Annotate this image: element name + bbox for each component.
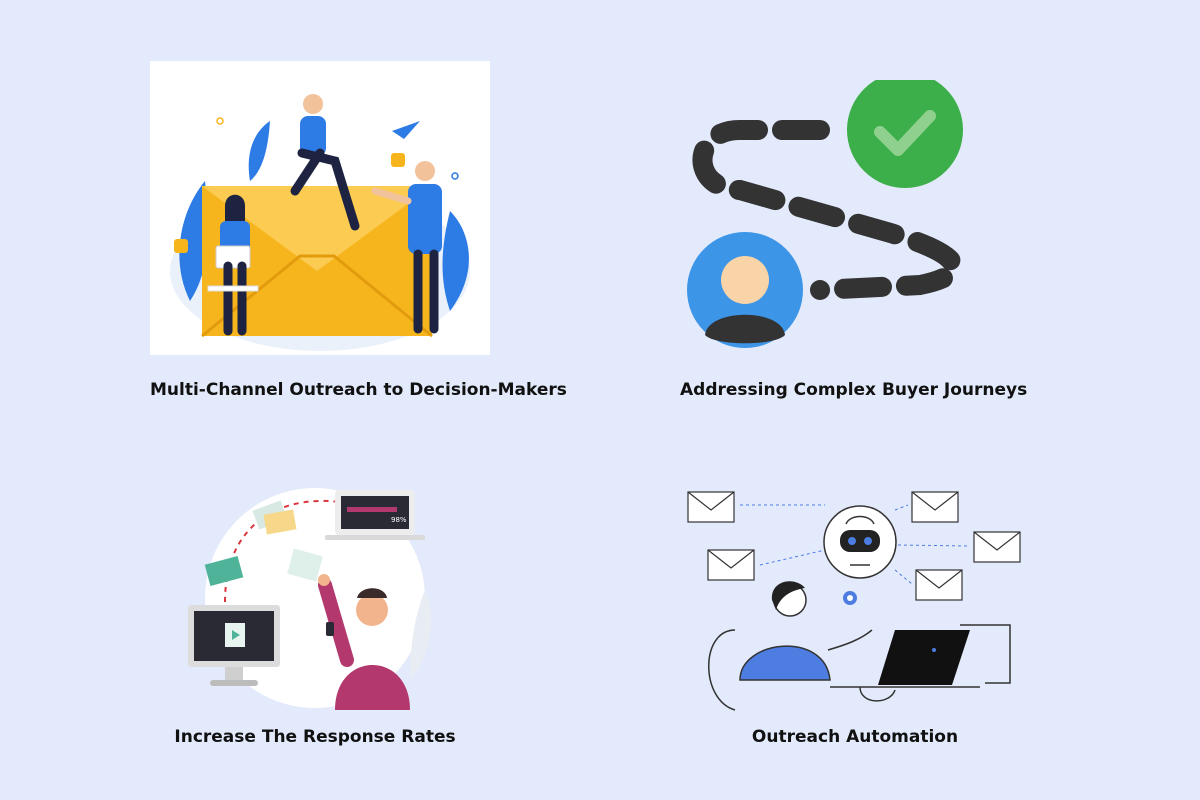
- buyer-journey-path-illustration: [687, 80, 964, 348]
- card-caption: Multi-Channel Outreach to Decision-Maker…: [150, 380, 567, 400]
- automation-robot-illustration: [687, 491, 1021, 711]
- card-caption: Increase The Response Rates: [174, 727, 456, 747]
- card-caption: Addressing Complex Buyer Journeys: [680, 380, 1028, 400]
- card-caption: Outreach Automation: [751, 727, 959, 747]
- progress-label: 98%: [391, 516, 407, 524]
- response-rates-illustration: 98%: [188, 488, 432, 710]
- email-team-illustration: [150, 61, 490, 355]
